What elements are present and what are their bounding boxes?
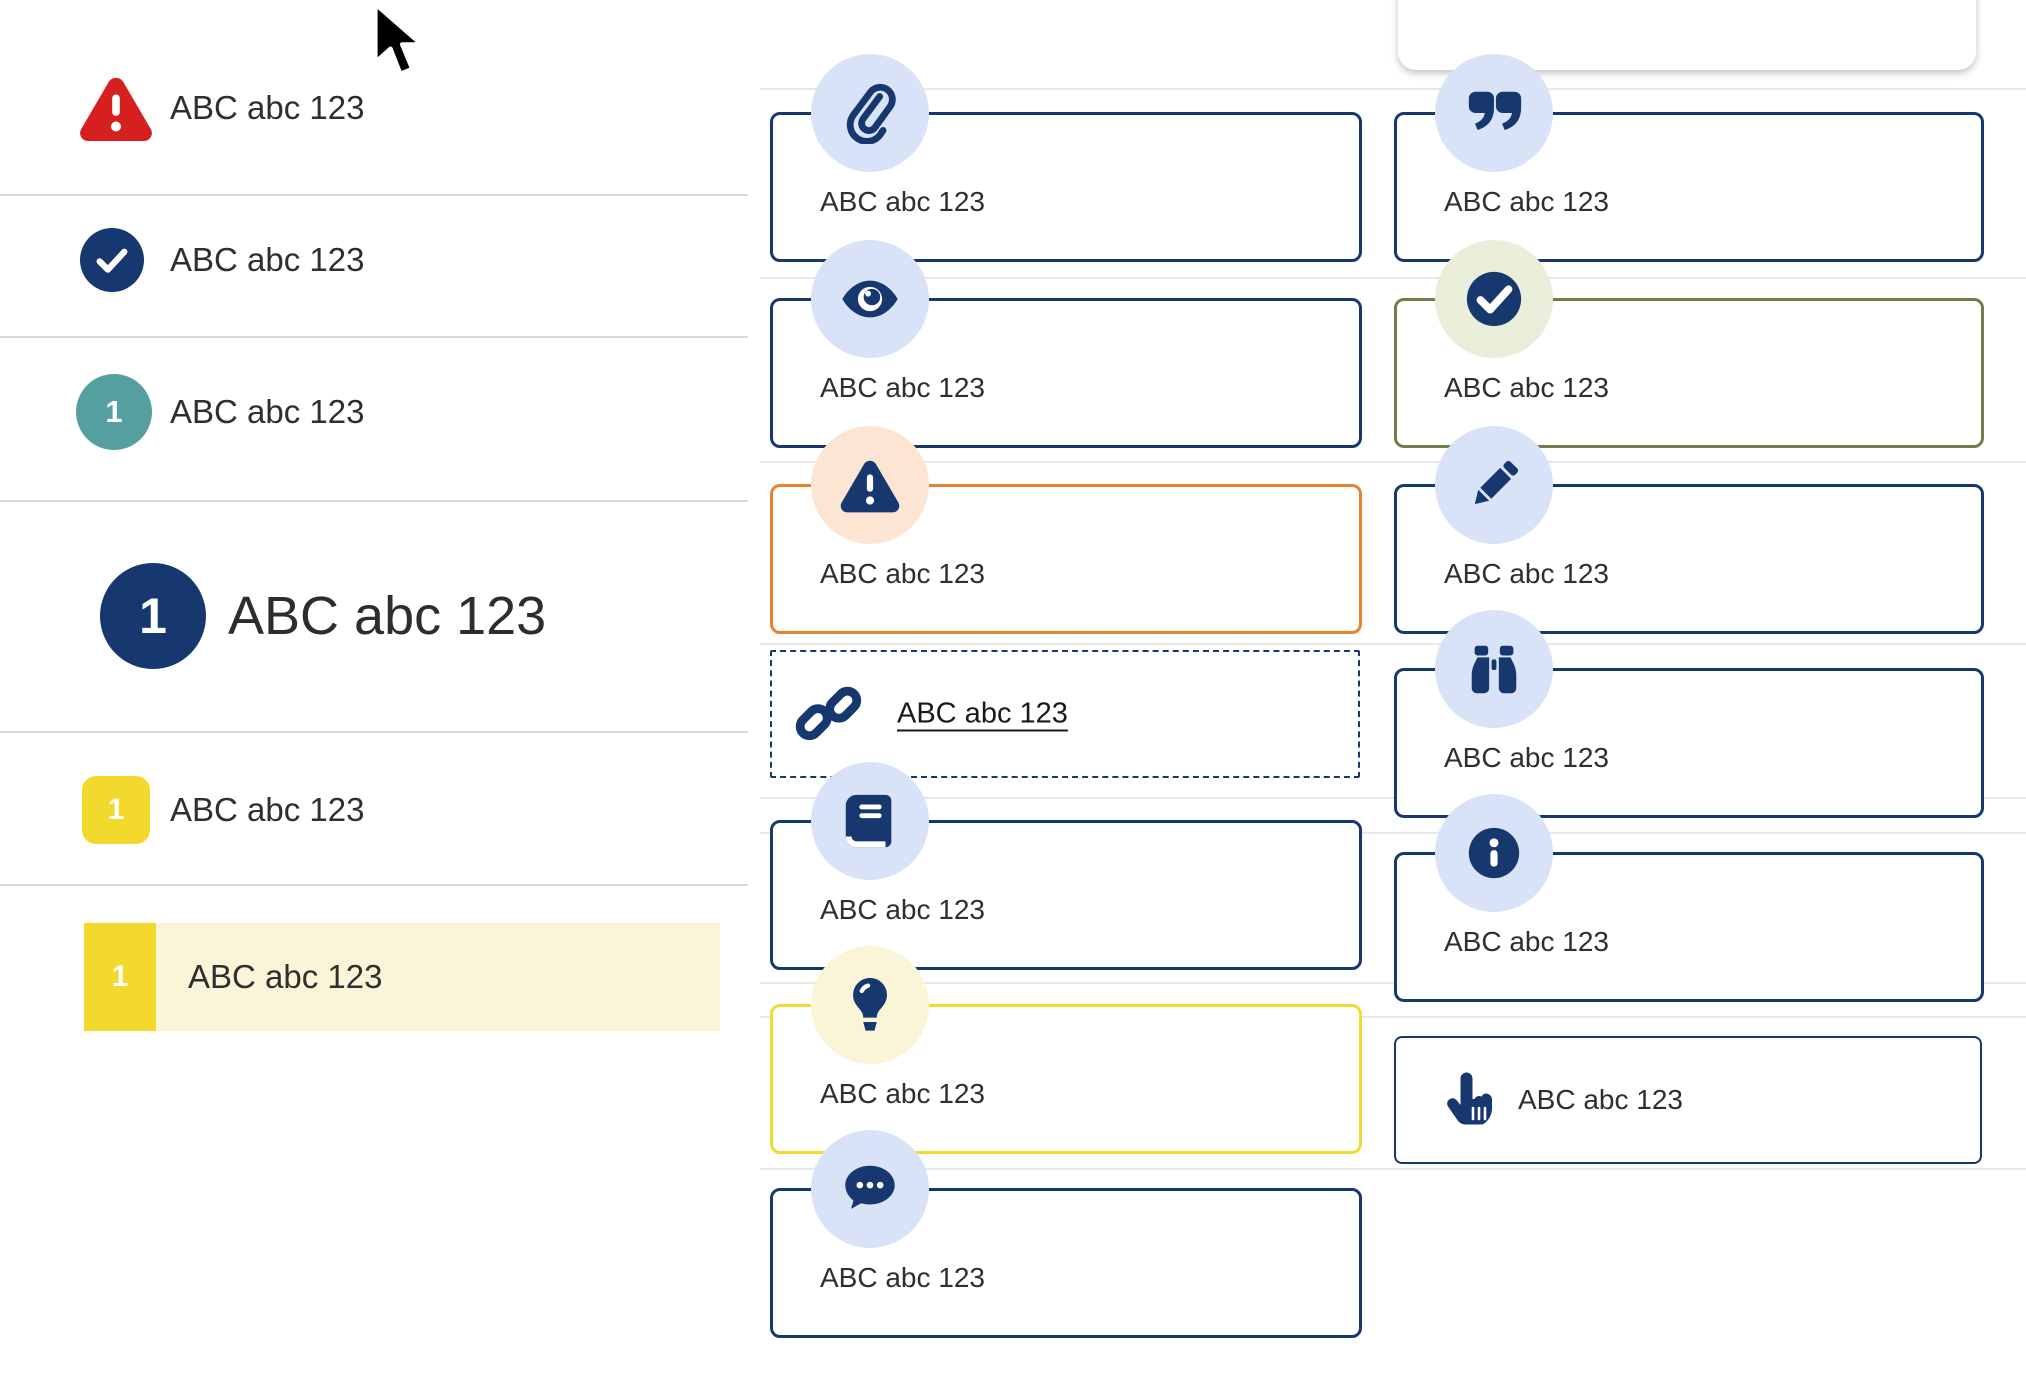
yellow-number-square: 1 [82, 776, 150, 844]
mouse-cursor [373, 2, 424, 76]
divider [760, 277, 2026, 279]
quote-icon [1435, 54, 1553, 172]
info-icon [1435, 794, 1553, 912]
callout-card-success: ABC abc 123 [1394, 240, 1984, 448]
card-link[interactable]: ABC abc 123 [897, 697, 1068, 730]
card-label: ABC abc 123 [1444, 186, 1609, 217]
badge-number: 1 [111, 960, 129, 993]
card-label: ABC abc 123 [820, 558, 985, 589]
card-label: ABC abc 123 [1444, 372, 1609, 403]
divider [760, 1168, 2026, 1170]
list-item-label: ABC abc 123 [188, 958, 383, 995]
hand-point-up-icon [1436, 1068, 1500, 1132]
warning-icon [811, 426, 929, 544]
card-label: ABC abc 123 [1444, 742, 1609, 773]
callout-card-warning: ABC abc 123 [770, 426, 1362, 634]
divider [760, 1016, 2026, 1018]
list-item-label: ABC abc 123 [170, 392, 365, 430]
divider [0, 500, 748, 502]
callout-card-search: ABC abc 123 [1394, 610, 1984, 818]
card-label: ABC abc 123 [1518, 1084, 1683, 1115]
callout-card-attachment: ABC abc 123 [770, 54, 1362, 262]
card-label: ABC abc 123 [820, 894, 985, 925]
badge-number: 1 [139, 588, 167, 644]
card-label: ABC abc 123 [1444, 558, 1609, 589]
callout-card-link: ABC abc 123 [770, 650, 1360, 778]
list-item-label: ABC abc 123 [170, 240, 365, 278]
divider [760, 832, 2026, 834]
callout-card-action: ABC abc 123 [1394, 1036, 1982, 1164]
card-label: ABC abc 123 [820, 1262, 985, 1293]
divider [760, 982, 2026, 984]
divider [760, 461, 2026, 463]
callout-card-edit: ABC abc 123 [1394, 426, 1984, 634]
book-icon [811, 762, 929, 880]
warning-icon [80, 77, 152, 141]
divider [0, 194, 748, 196]
check-circle-icon [1435, 240, 1553, 358]
divider [0, 884, 748, 886]
eye-icon [811, 240, 929, 358]
chat-icon [811, 1130, 929, 1248]
highlighted-list-item[interactable]: 1 ABC abc 123 [84, 923, 720, 1031]
divider [0, 336, 748, 338]
section-heading: ABC abc 123 [228, 586, 547, 646]
card-label: ABC abc 123 [1444, 926, 1609, 957]
callout-card-comment: ABC abc 123 [770, 1130, 1362, 1338]
callout-card-info: ABC abc 123 [1394, 794, 1984, 1002]
card-label: ABC abc 123 [820, 372, 985, 403]
binoculars-icon [1435, 610, 1553, 728]
callout-card-tip: ABC abc 123 [770, 946, 1362, 1154]
divider [760, 797, 2026, 799]
pencil-icon [1435, 426, 1553, 544]
card-label: ABC abc 123 [820, 186, 985, 217]
callout-card-reference: ABC abc 123 [770, 762, 1362, 970]
divider [760, 88, 2026, 90]
large-number-badge: 1 [100, 563, 206, 669]
lightbulb-icon [811, 946, 929, 1064]
check-circle-icon [80, 228, 144, 292]
list-item-label: ABC abc 123 [170, 790, 365, 828]
divider [0, 731, 748, 733]
callout-card-visibility: ABC abc 123 [770, 240, 1362, 448]
card-label: ABC abc 123 [820, 1078, 985, 1109]
teal-number-badge: 1 [76, 374, 152, 450]
link-icon [794, 679, 864, 749]
callout-card-quote: ABC abc 123 [1394, 54, 1984, 262]
badge-number: 1 [105, 394, 123, 429]
list-item-label: ABC abc 123 [170, 88, 365, 126]
divider [760, 643, 2026, 645]
yellow-number-square: 1 [84, 923, 156, 1031]
badge-number: 1 [107, 793, 125, 826]
paperclip-icon [811, 54, 929, 172]
